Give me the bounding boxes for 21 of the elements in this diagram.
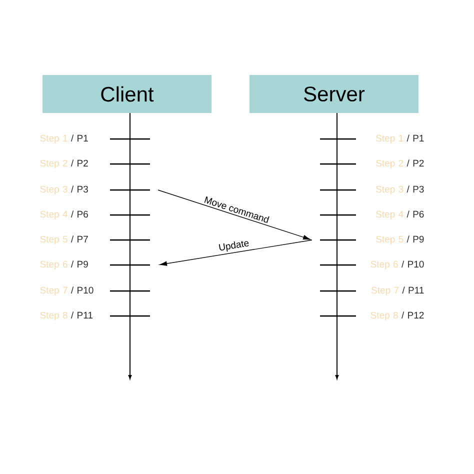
step-row: Step 5 / P7 (40, 236, 150, 244)
step-row: Step 6 / P10 (320, 260, 424, 270)
step-row: Step 2 / P2 (40, 160, 150, 168)
arrow (160, 240, 312, 266)
step-row: Step 8 / P11 (40, 312, 150, 320)
step-row: Step 4 / P6 (40, 210, 150, 220)
step-row: Step 1 / P1 (320, 134, 424, 144)
step-row: Step 4 / P6 (320, 210, 424, 220)
step-row: Step 8 / P12 (320, 312, 424, 320)
edge-label: Update (218, 240, 249, 252)
arrow (158, 190, 311, 240)
step-row: Step 6 / P9 (40, 260, 150, 270)
step-row: Step 7 / P10 (40, 286, 150, 296)
step-row: Step 5 / P9 (320, 236, 424, 244)
header-box: Server (250, 75, 418, 113)
step-row: Step 2 / P2 (320, 160, 424, 168)
step-row: Step 1 / P1 (40, 134, 150, 144)
step-row: Step 3 / P3 (40, 186, 150, 194)
step-row: Step 3 / P3 (320, 186, 424, 194)
header-box: Client (42, 75, 212, 113)
step-row: Step 7 / P11 (320, 286, 424, 296)
